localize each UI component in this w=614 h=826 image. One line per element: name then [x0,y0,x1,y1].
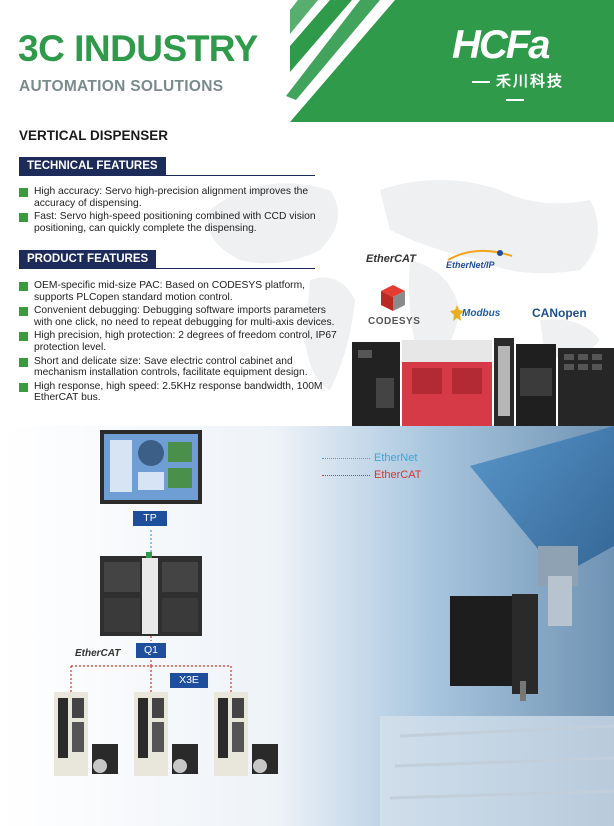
canopen-logo: CANopen [532,306,587,320]
list-item: Short and delicate size: Save electric c… [19,356,339,379]
codesys-logo: CODESYS [368,316,421,327]
page-title: 3C INDUSTRY [18,28,258,69]
hcfa-logo: HCFa [452,23,552,66]
technical-divider [19,175,315,176]
ethercat-diagram-logo: EtherCAT [75,648,121,659]
modbus-emblem-icon [450,305,464,321]
list-item: Fast: Servo high-speed positioning combi… [19,211,339,234]
legend-ethercat-label: EtherCAT [374,469,422,481]
ethercat-logo: EtherCAT [366,253,416,265]
network-topology-diagram [54,430,278,776]
ethernetip-swoosh-icon [447,249,513,261]
product-divider [19,268,315,269]
page-subtitle: AUTOMATION SOLUTIONS [19,78,224,95]
q1-label: Q1 [136,643,166,658]
list-item: OEM-specific mid-size PAC: Based on CODE… [19,280,339,303]
modbus-logo: Modbus [462,308,501,319]
product-features-list: OEM-specific mid-size PAC: Based on CODE… [19,280,339,406]
codesys-cube-icon [381,285,405,311]
x3e-label: X3E [170,673,208,688]
product-name: VERTICAL DISPENSER [19,128,169,143]
list-item: High precision, high protection: 2 degre… [19,330,339,353]
brand-chinese-name: 禾川科技 [452,70,578,108]
svg-text:HCFa: HCFa [452,23,550,66]
list-item: High accuracy: Servo high-precision alig… [19,186,339,209]
list-item: Convenient debugging: Debugging software… [19,305,339,328]
tp-label: TP [133,511,167,526]
legend-ethernet: EtherNet [322,452,417,464]
ethercat-line-swatch [322,474,370,476]
product-features-heading: PRODUCT FEATURES [19,250,157,268]
plc-module-rack-image [352,338,614,426]
legend-ethercat: EtherCAT [322,469,421,481]
list-item: High response, high speed: 2.5KHz respon… [19,381,339,404]
legend-ethernet-label: EtherNet [374,452,418,464]
ethernetip-logo: EtherNet/IP [446,260,495,270]
technical-features-list: High accuracy: Servo high-precision alig… [19,186,339,236]
ethernet-line-swatch [322,457,370,459]
technical-features-heading: TECHNICAL FEATURES [19,157,166,175]
